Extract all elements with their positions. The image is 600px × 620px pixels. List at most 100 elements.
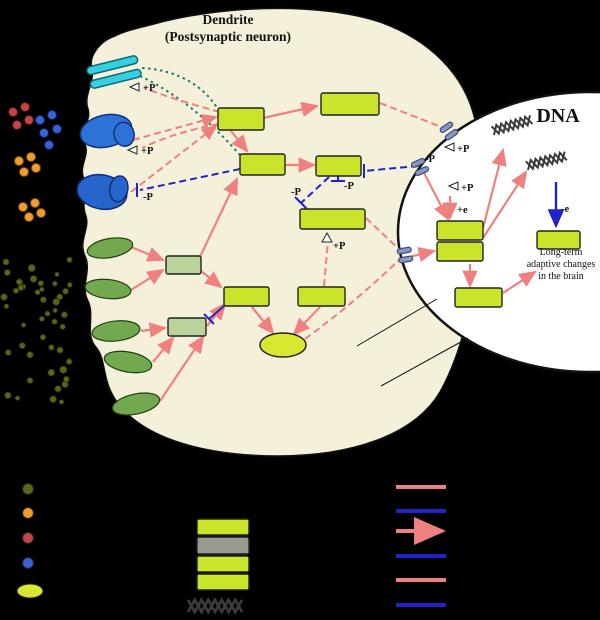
olive-dot bbox=[34, 289, 41, 296]
signal-protein-box bbox=[315, 155, 362, 177]
legend-box-3 bbox=[196, 555, 250, 573]
diagram-title: Dendrite (Postsynaptic neuron) bbox=[138, 12, 318, 46]
olive-dot bbox=[48, 344, 55, 351]
neurotransmitter-cluster-orange-1 bbox=[14, 152, 41, 177]
legend-dot-red bbox=[22, 532, 34, 544]
olive-dot bbox=[52, 298, 60, 306]
phospho-labels: +P +P +P +P +P -P -P -P -P +e -e bbox=[141, 83, 569, 252]
minus-p-label: -P bbox=[291, 187, 301, 198]
olive-dot bbox=[18, 342, 26, 350]
pale-protein-box bbox=[165, 255, 202, 275]
olive-dot bbox=[4, 391, 12, 399]
olive-dot bbox=[54, 271, 60, 277]
olive-dot bbox=[27, 263, 36, 272]
olive-dot bbox=[20, 322, 27, 328]
olive-dot bbox=[66, 281, 73, 288]
membrane-callout-lines bbox=[356, 298, 469, 387]
minus-p-label: -P bbox=[143, 192, 153, 203]
plus-p-label: +P bbox=[461, 183, 474, 194]
signal-protein-box bbox=[217, 107, 265, 131]
olive-dot bbox=[40, 296, 47, 304]
minus-p-label: -P bbox=[344, 181, 354, 192]
plus-p-label: +P bbox=[141, 146, 154, 157]
signal-protein-boxes bbox=[196, 92, 581, 591]
olive-dot bbox=[4, 349, 12, 356]
phosphorylation-triangles bbox=[126, 82, 459, 243]
olive-dot bbox=[0, 293, 8, 301]
signal-protein-box bbox=[223, 286, 270, 307]
olive-dot bbox=[56, 346, 64, 354]
olive-dot bbox=[17, 284, 25, 291]
diagram-title-line1: Dendrite bbox=[202, 12, 254, 27]
olive-dot bbox=[39, 334, 47, 341]
minus-p-label: -P bbox=[425, 154, 435, 165]
signal-protein-box bbox=[320, 92, 380, 116]
signal-protein-box bbox=[299, 208, 366, 230]
diagram-title-line2: (Postsynaptic neuron) bbox=[164, 28, 292, 44]
olive-dot bbox=[56, 293, 64, 301]
pale-protein-boxes bbox=[165, 255, 207, 337]
olive-dot bbox=[37, 280, 44, 287]
activation-dashed-paths bbox=[130, 87, 445, 340]
olive-dot bbox=[3, 303, 10, 310]
olive-dot bbox=[49, 395, 57, 404]
olive-dot bbox=[59, 323, 66, 330]
plus-p-label: +P bbox=[457, 144, 470, 155]
legend-dot-olive bbox=[22, 483, 34, 495]
olive-dot bbox=[2, 258, 10, 266]
plus-e-label: +e bbox=[457, 205, 468, 216]
transcription-factor-box bbox=[436, 220, 484, 241]
olive-dot bbox=[29, 275, 38, 283]
transcription-factor-box bbox=[536, 230, 581, 250]
vesicle-ellipse bbox=[259, 332, 307, 358]
olive-dot bbox=[52, 307, 58, 313]
neurotransmitter-cluster-olive bbox=[0, 256, 73, 405]
inhibition-lines bbox=[136, 164, 565, 325]
channel-signal-paths bbox=[139, 67, 241, 156]
legend-box-2 bbox=[196, 536, 250, 555]
olive-dot bbox=[26, 377, 34, 384]
olive-dot bbox=[39, 286, 45, 293]
plus-p-label: +P bbox=[143, 83, 156, 94]
dna-label: DNA bbox=[536, 105, 580, 127]
signal-protein-box bbox=[297, 286, 346, 307]
pale-protein-box bbox=[167, 317, 207, 337]
olive-dot bbox=[14, 395, 21, 401]
olive-dot bbox=[38, 315, 45, 322]
olive-dot bbox=[51, 318, 58, 325]
longterm-note: Long-term adaptive changes in the brain bbox=[526, 247, 596, 282]
gpcr-receptor-icon-2 bbox=[76, 173, 129, 211]
legend-box-4 bbox=[196, 573, 250, 591]
olive-dot bbox=[66, 256, 73, 263]
legend-dot-orange bbox=[22, 507, 34, 519]
olive-dot bbox=[61, 311, 68, 319]
olive-dot bbox=[58, 399, 65, 405]
olive-dot bbox=[3, 269, 11, 277]
plus-p-label: +P bbox=[333, 241, 346, 252]
olive-dot bbox=[59, 365, 68, 374]
olive-dot bbox=[47, 368, 56, 377]
olive-dot bbox=[54, 385, 62, 393]
legend-box-1 bbox=[196, 518, 250, 536]
neurotransmitter-cluster-orange-2 bbox=[18, 198, 46, 222]
olive-dot bbox=[12, 287, 19, 294]
gprotein-ellipses bbox=[84, 237, 161, 416]
neurotransmitter-cluster-red bbox=[8, 102, 34, 130]
olive-dot bbox=[65, 358, 73, 365]
activation-arrows bbox=[130, 101, 537, 402]
legend-lines bbox=[396, 485, 446, 607]
transcription-factor-box bbox=[454, 287, 503, 308]
olive-dot bbox=[26, 351, 34, 359]
legend-dots bbox=[16, 483, 44, 599]
ion-channel-receptor-icon bbox=[86, 55, 142, 89]
gpcr-receptor-icon-1 bbox=[79, 113, 135, 149]
legend-dna-squiggle bbox=[186, 598, 244, 614]
legend-dot-blue bbox=[22, 557, 34, 569]
neurotransmitter-cluster-blue bbox=[35, 110, 62, 150]
olive-dot bbox=[52, 280, 58, 287]
legend-vesicle-ellipse bbox=[16, 583, 44, 599]
olive-dot bbox=[44, 310, 51, 317]
olive-dot bbox=[62, 287, 69, 295]
